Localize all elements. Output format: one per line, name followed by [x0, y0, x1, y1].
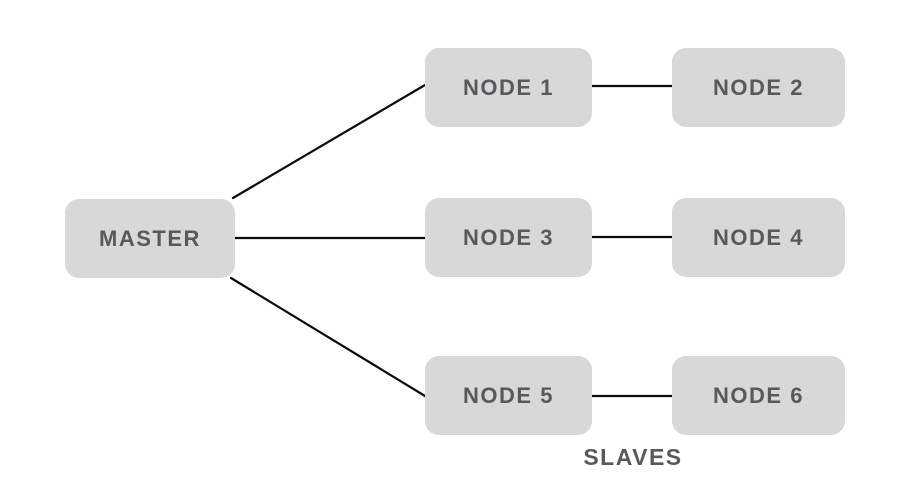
node-master: MASTER [65, 199, 235, 278]
node-3-label: NODE 3 [463, 224, 554, 250]
node-2-label: NODE 2 [713, 74, 804, 100]
node-6-label: NODE 6 [713, 382, 804, 408]
node-1: NODE 1 [425, 48, 592, 127]
edge-master-node5-line [229, 276, 427, 398]
node-2: NODE 2 [672, 48, 845, 127]
node-4-label: NODE 4 [713, 224, 804, 250]
node-6: NODE 6 [672, 356, 845, 435]
node-1-label: NODE 1 [463, 74, 554, 100]
edge-master-node1-line [231, 83, 427, 200]
slaves-caption: SLAVES [583, 444, 683, 470]
node-5-label: NODE 5 [463, 382, 554, 408]
node-3: NODE 3 [425, 198, 592, 277]
node-4: NODE 4 [672, 198, 845, 277]
node-master-label: MASTER [99, 225, 201, 251]
node-5: NODE 5 [425, 356, 592, 435]
